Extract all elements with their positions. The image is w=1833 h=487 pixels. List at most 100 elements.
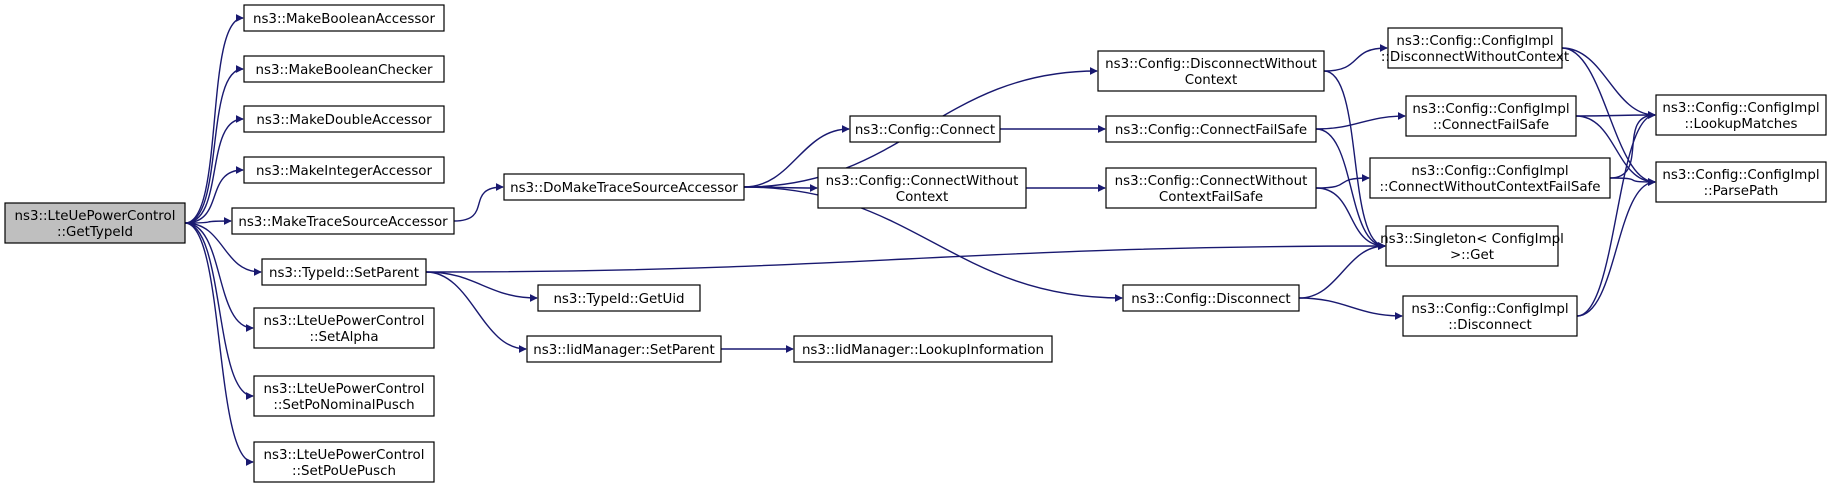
edge-root-to-mtsa	[184, 217, 232, 226]
node-label-ccwcfs-line-2: ContextFailSafe	[1159, 190, 1263, 205]
node-ccfs[interactable]: ns3::Config::ConnectFailSafe	[1105, 115, 1317, 143]
edge-mtsa-to-dmtsa	[453, 183, 504, 222]
node-label-imli-line-1: ns3::IidManager::LookupInformation	[802, 343, 1044, 358]
node-mbc[interactable]: ns3::MakeBooleanChecker	[243, 55, 445, 83]
edge-dmtsa-to-cd	[743, 186, 1123, 302]
node-label-spnp-line-1: ns3::LteUePowerControl	[264, 382, 425, 397]
node-label-dmtsa-line-1: ns3::DoMakeTraceSourceAccessor	[510, 181, 738, 196]
node-cc[interactable]: ns3::Config::Connect	[849, 115, 1001, 143]
edge-root-to-mba	[184, 14, 244, 224]
node-box-cilm	[1655, 94, 1827, 136]
node-sg[interactable]: ns3::Singleton< ConfigImpl >::Get	[1380, 225, 1564, 267]
node-label-cd-line-1: ns3::Config::Disconnect	[1131, 292, 1290, 307]
node-label-root-line-1: ns3::LteUePowerControl	[15, 209, 176, 224]
node-cidwc[interactable]: ns3::Config::ConfigImpl::DisconnectWitho…	[1381, 27, 1569, 69]
node-box-spnp	[253, 375, 435, 417]
node-box-mda	[243, 105, 445, 133]
node-label-cc-line-1: ns3::Config::Connect	[855, 123, 995, 138]
edge-root-to-sa	[184, 222, 254, 332]
edge-cd-to-cid	[1298, 297, 1403, 320]
node-label-spup-line-1: ns3::LteUePowerControl	[264, 448, 425, 463]
node-label-mbc-line-1: ns3::MakeBooleanChecker	[256, 63, 433, 78]
node-guid[interactable]: ns3::TypeId::GetUid	[537, 284, 701, 312]
node-dmtsa[interactable]: ns3::DoMakeTraceSourceAccessor	[503, 173, 745, 201]
node-box-ccwcfs	[1105, 167, 1317, 209]
node-cicwcfs[interactable]: ns3::Config::ConfigImpl::ConnectWithoutC…	[1369, 157, 1611, 199]
node-label-cilm-line-2: ::LookupMatches	[1684, 117, 1797, 132]
edge-root-to-mda	[184, 115, 244, 224]
edge-tsp-to-imsp	[425, 271, 527, 353]
node-label-mba-line-1: ns3::MakeBooleanAccessor	[253, 12, 436, 27]
node-label-mtsa-line-1: ns3::MakeTraceSourceAccessor	[238, 215, 448, 230]
node-ccwcfs[interactable]: ns3::Config::ConnectWithoutContextFailSa…	[1105, 167, 1317, 209]
node-box-imsp	[526, 335, 722, 363]
node-box-imli	[793, 335, 1053, 363]
node-label-cicfs-line-1: ns3::Config::ConfigImpl	[1412, 102, 1569, 117]
edge-cd-to-sg	[1298, 242, 1386, 299]
node-label-cipp-line-2: ::ParsePath	[1704, 184, 1779, 199]
edge-ccfs-to-cicfs	[1315, 112, 1406, 130]
node-label-cid-line-1: ns3::Config::ConfigImpl	[1411, 302, 1568, 317]
node-label-ccwcfs-line-1: ns3::Config::ConnectWithout	[1115, 174, 1308, 189]
node-imli[interactable]: ns3::IidManager::LookupInformation	[793, 335, 1053, 363]
edge-root-to-tsp	[184, 222, 262, 276]
node-ccwc[interactable]: ns3::Config::ConnectWithoutContext	[817, 167, 1027, 209]
node-root[interactable]: ns3::LteUePowerControl::GetTypeId	[4, 202, 186, 244]
node-label-mda-line-1: ns3::MakeDoubleAccessor	[256, 113, 432, 128]
node-label-imsp-line-1: ns3::IidManager::SetParent	[533, 343, 715, 358]
node-label-cicwcfs-line-2: ::ConnectWithoutContextFailSafe	[1380, 180, 1601, 195]
node-cilm[interactable]: ns3::Config::ConfigImpl::LookupMatches	[1655, 94, 1827, 136]
node-cdwc[interactable]: ns3::Config::DisconnectWithoutContext	[1097, 50, 1325, 92]
node-box-cid	[1402, 295, 1578, 337]
node-box-mtsa	[231, 207, 455, 235]
edge-dmtsa-to-cc	[743, 125, 850, 188]
node-mtsa[interactable]: ns3::MakeTraceSourceAccessor	[231, 207, 455, 235]
node-box-cidwc	[1387, 27, 1563, 69]
node-label-root-line-2: ::GetTypeId	[57, 225, 133, 240]
node-box-dmtsa	[503, 173, 745, 201]
edge-ccwcfs-to-sg	[1315, 187, 1386, 250]
node-label-cilm-line-1: ns3::Config::ConfigImpl	[1662, 101, 1819, 116]
node-box-ccwc	[817, 167, 1027, 209]
node-label-cid-line-2: ::Disconnect	[1448, 318, 1531, 333]
node-label-cicfs-line-2: ::ConnectFailSafe	[1433, 118, 1549, 133]
edge-ccwcfs-to-cicwcfs	[1315, 174, 1370, 189]
node-mda[interactable]: ns3::MakeDoubleAccessor	[243, 105, 445, 133]
node-box-cicwcfs	[1369, 157, 1611, 199]
node-mba[interactable]: ns3::MakeBooleanAccessor	[243, 4, 445, 32]
node-box-tsp	[261, 258, 427, 286]
node-box-cipp	[1655, 161, 1827, 203]
node-cid[interactable]: ns3::Config::ConfigImpl::Disconnect	[1402, 295, 1578, 337]
node-box-cdwc	[1097, 50, 1325, 92]
node-cipp[interactable]: ns3::Config::ConfigImpl::ParsePath	[1655, 161, 1827, 203]
node-label-ccwc-line-2: Context	[896, 190, 948, 205]
node-label-cicwcfs-line-1: ns3::Config::ConfigImpl	[1411, 164, 1568, 179]
node-label-spnp-line-2: ::SetPoNominalPusch	[273, 398, 414, 413]
node-cicfs[interactable]: ns3::Config::ConfigImpl::ConnectFailSafe	[1405, 95, 1577, 137]
node-sa[interactable]: ns3::LteUePowerControl::SetAlpha	[253, 307, 435, 349]
node-spnp[interactable]: ns3::LteUePowerControl::SetPoNominalPusc…	[253, 375, 435, 417]
node-label-ccfs-line-1: ns3::Config::ConnectFailSafe	[1115, 123, 1307, 138]
node-tsp[interactable]: ns3::TypeId::SetParent	[261, 258, 427, 286]
node-mia[interactable]: ns3::MakeIntegerAccessor	[243, 156, 445, 184]
node-box-mia	[243, 156, 445, 184]
node-label-mia-line-1: ns3::MakeIntegerAccessor	[256, 164, 432, 179]
edge-root-to-mia	[184, 166, 244, 224]
node-imsp[interactable]: ns3::IidManager::SetParent	[526, 335, 722, 363]
node-label-sg-line-1: ns3::Singleton< ConfigImpl	[1380, 232, 1564, 247]
node-label-sg-line-2: >::Get	[1450, 248, 1494, 263]
edge-cdwc-to-sg	[1323, 70, 1386, 250]
node-label-spup-line-2: ::SetPoUePusch	[292, 464, 396, 479]
node-box-guid	[537, 284, 701, 312]
node-label-ccwc-line-1: ns3::Config::ConnectWithout	[826, 174, 1019, 189]
node-cd[interactable]: ns3::Config::Disconnect	[1122, 284, 1300, 312]
node-box-mbc	[243, 55, 445, 83]
node-label-cidwc-line-1: ns3::Config::ConfigImpl	[1396, 34, 1553, 49]
node-label-cipp-line-1: ns3::Config::ConfigImpl	[1662, 168, 1819, 183]
edge-cicfs-to-cilm	[1575, 111, 1656, 120]
node-spup[interactable]: ns3::LteUePowerControl::SetPoUePusch	[253, 441, 435, 483]
edge-root-to-mbc	[184, 65, 244, 224]
nodes: ns3::LteUePowerControl::GetTypeId ns3::Ma…	[4, 4, 1827, 483]
node-label-sa-line-1: ns3::LteUePowerControl	[264, 314, 425, 329]
node-box-sa	[253, 307, 435, 349]
